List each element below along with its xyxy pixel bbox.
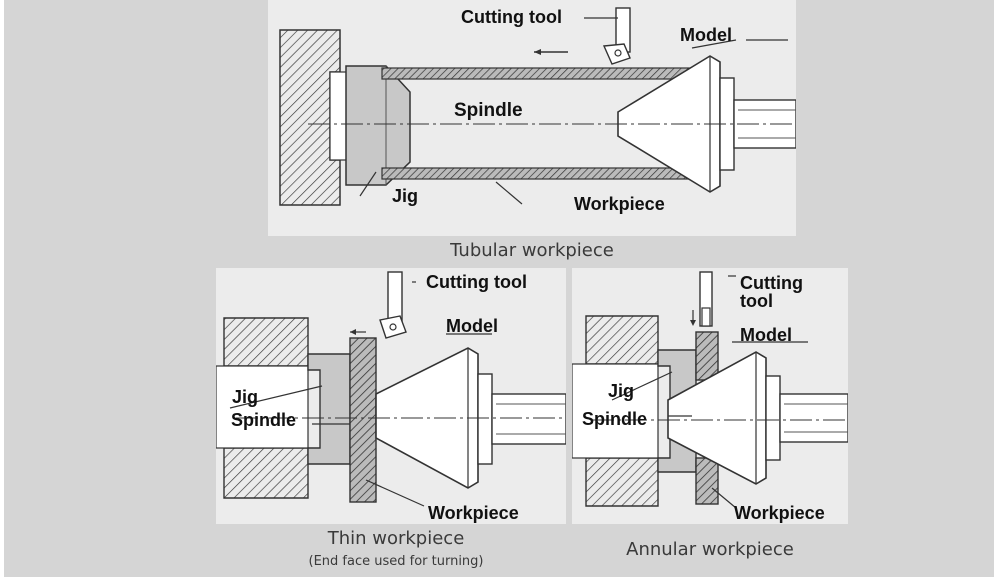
tubular-model-label: Model <box>680 25 732 45</box>
tubular-cutting-tool-label: Cutting tool <box>461 7 562 27</box>
annular-workpiece-panel: Cutting tool Model Jig Spindle Workpiece <box>572 268 848 524</box>
cutting-tool-insert <box>701 307 711 327</box>
thin-diagram <box>216 271 566 507</box>
cutting-tool-insert <box>379 315 407 339</box>
left-edge-strip <box>0 0 4 577</box>
thin-workpiece-label: Workpiece <box>428 503 519 523</box>
annular-ring-bottom <box>695 457 719 505</box>
jig-shape <box>345 65 411 186</box>
thin-model-label: Model <box>446 316 498 336</box>
thin-subcaption: (End face used for turning) <box>308 554 484 569</box>
model-shaft <box>779 393 848 443</box>
thin-jig-label: Jig <box>232 387 259 407</box>
tubular-caption: Tubular workpiece <box>450 240 614 261</box>
annular-workpiece-label: Workpiece <box>734 503 825 523</box>
annular-ring-top <box>695 331 719 381</box>
tubular-workpiece-label: Workpiece <box>574 194 665 214</box>
tube-wall-top <box>381 67 695 80</box>
tubular-diagram <box>279 7 796 206</box>
model-shaft <box>491 393 566 445</box>
tubular-workpiece-panel: Cutting tool Model Spindle Jig Workpiece <box>268 0 796 236</box>
spindle-body <box>572 363 659 459</box>
thin-workpiece-plate <box>349 337 377 503</box>
tube-wall-bottom <box>381 167 695 180</box>
tubular-jig-label: Jig <box>392 186 419 206</box>
annular-cutting-tool-label-line1: Cutting <box>740 273 803 293</box>
model-flange <box>765 375 781 461</box>
annular-jig-label: Jig <box>608 381 635 401</box>
jig-shape <box>307 353 351 465</box>
tubular-spindle-label: Spindle <box>454 100 523 121</box>
model-flange <box>477 373 493 465</box>
thin-spindle-label: Spindle <box>231 410 297 430</box>
annular-caption: Annular workpiece <box>626 539 794 560</box>
thin-cutting-tool-label: Cutting tool <box>426 272 527 292</box>
thin-caption: Thin workpiece <box>327 528 465 549</box>
thin-workpiece-panel: Cutting tool Model Jig Spindle Workpiece <box>216 268 566 524</box>
right-edge-strip <box>994 0 1000 577</box>
spindle-body <box>216 365 309 449</box>
annular-cutting-tool-label-line2: tool <box>740 291 773 311</box>
cutting-tool-insert <box>602 43 631 65</box>
cutting-tool-shank <box>387 271 403 323</box>
annular-model-label: Model <box>740 325 792 345</box>
annular-diagram <box>572 271 848 509</box>
annular-spindle-label: Spindle <box>582 409 648 429</box>
